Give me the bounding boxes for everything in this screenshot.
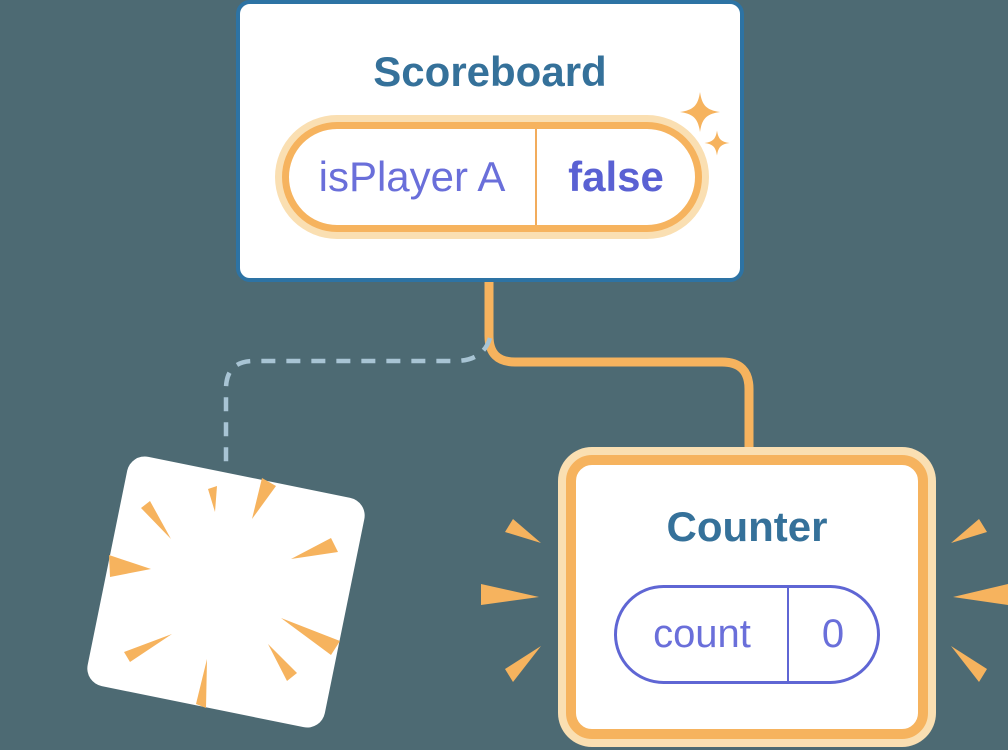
state-name-cell: isPlayer A xyxy=(289,129,535,225)
state-name-label: isPlayer A xyxy=(318,153,506,200)
state-value-cell: false xyxy=(537,129,695,225)
state-name-cell: count xyxy=(617,588,787,681)
counter-component-card: Counter count 0 xyxy=(566,455,928,739)
counter-title: Counter xyxy=(666,503,828,550)
scoreboard-title: Scoreboard xyxy=(373,48,607,95)
counter-state-pill: count 0 xyxy=(614,585,880,684)
scoreboard-to-removed-connector-dashed-line xyxy=(223,337,493,462)
state-name-label: count xyxy=(653,612,751,656)
state-value-label: 0 xyxy=(821,612,845,656)
state-value-cell: 0 xyxy=(789,588,877,681)
state-value-label: false xyxy=(568,153,664,200)
scoreboard-state-pill: isPlayer A false xyxy=(282,122,702,232)
pill-divider xyxy=(787,588,789,681)
removed-component-card xyxy=(84,453,368,731)
scoreboard-to-counter-connector-line xyxy=(484,278,754,452)
scoreboard-component-card: Scoreboard isPlayer A false xyxy=(236,0,744,282)
pill-divider xyxy=(535,129,537,225)
